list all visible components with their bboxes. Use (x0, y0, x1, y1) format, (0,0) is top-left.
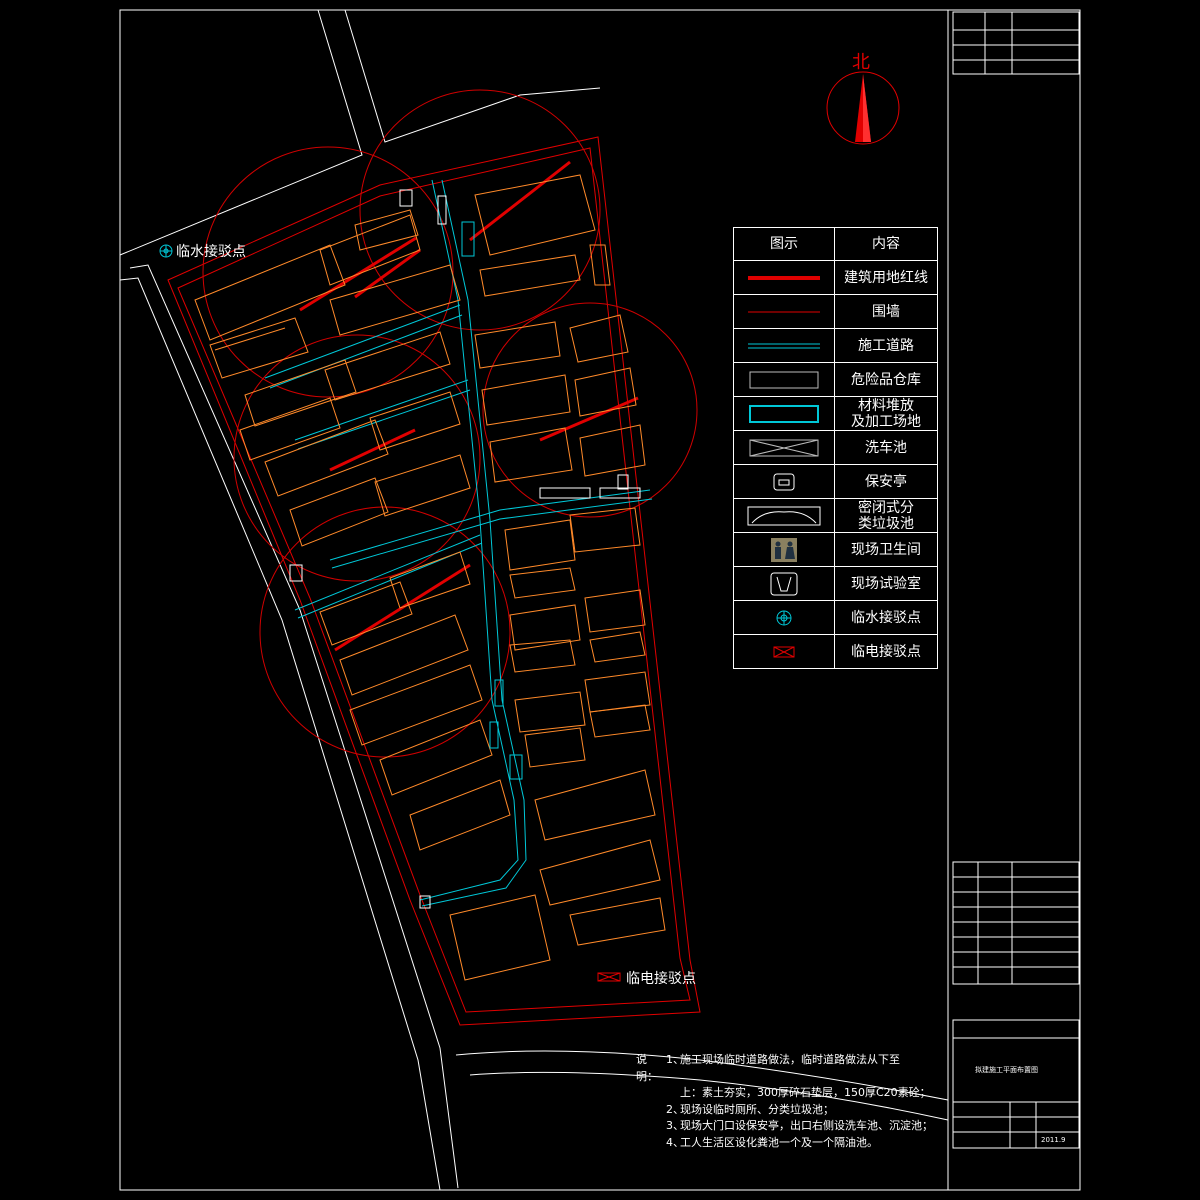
guard-booth-icon (773, 473, 795, 490)
legend-label: 现场卫生间 (834, 532, 938, 567)
power-point-label: 临电接驳点 (626, 970, 696, 987)
material-yards (461, 221, 523, 780)
legend-header-symbol: 图示 (733, 227, 835, 261)
toilet-icon (771, 537, 797, 562)
legend-row: 施工道路 (733, 328, 938, 363)
legend-label: 材料堆放 (858, 397, 914, 414)
legend-label: 临水接驳点 (834, 600, 938, 635)
cyan-box-icon (749, 404, 819, 423)
note-item: 3、 现场大门口设保安亭，出口右侧设洗车池、沉淀池； (636, 1118, 956, 1135)
note-text: 工人生活区设化粪池一个及一个隔油池。 (680, 1135, 878, 1149)
wash-pool-icon (749, 439, 819, 456)
power-point-icon (773, 646, 795, 657)
legend-label: 保安亭 (834, 464, 938, 499)
note-text: 现场大门口设保安亭，出口右侧设洗车池、沉淀池； (680, 1119, 933, 1132)
water-point-marker (159, 244, 173, 258)
legend-label: 危险品仓库 (834, 362, 938, 397)
notes-prefix: 说明： (636, 1053, 658, 1083)
note-number: 4、 (666, 1135, 684, 1149)
legend-label: 建筑用地红线 (834, 260, 938, 295)
garbage-pool-icon (747, 506, 821, 525)
red-line-thin-icon (748, 311, 820, 312)
legend-row: 围墙 (733, 294, 938, 329)
legend-row: 现场试验室 (733, 566, 938, 601)
north-arrow-icon (826, 71, 900, 145)
note-text: 现场设临时厕所、分类垃圾池； (680, 1102, 834, 1116)
legend-row: 现场卫生间 (733, 532, 938, 567)
legend-label: 现场试验室 (834, 566, 938, 601)
warehouse-box-icon (749, 371, 819, 388)
legend-row: 临电接驳点 (733, 634, 938, 669)
note-number: 1、 (666, 1053, 684, 1066)
drawing-frame (119, 9, 1081, 1191)
note-item: 上：素土夯实，300厚碎石垫层，150厚C20素砼； (636, 1085, 956, 1102)
north-label: 北 (852, 52, 870, 73)
note-text: 施工现场临时道路做法，临时道路做法从下至 (680, 1053, 900, 1066)
note-number: 3、 (666, 1119, 684, 1132)
notes-block: 说明： 1、 施工现场临时道路做法，临时道路做法从下至 上：素土夯实，300厚碎… (636, 1052, 956, 1151)
legend-row: 保安亭 (733, 464, 938, 499)
lab-icon (770, 572, 798, 595)
legend-label: 围墙 (834, 294, 938, 329)
legend-label: 及加工场地 (851, 413, 921, 430)
drawing-name: 拟建施工平面布置图 (975, 1065, 1038, 1074)
title-block (952, 11, 1080, 1149)
legend-row: 临水接驳点 (733, 600, 938, 635)
water-point-icon (776, 610, 792, 625)
legend-label: 临电接驳点 (834, 634, 938, 669)
construction-roads (264, 179, 653, 907)
legend-row: 危险品仓库 (733, 362, 938, 397)
legend-row: 洗车池 (733, 430, 938, 465)
crane-radius-circles (202, 89, 698, 758)
note-item: 说明： 1、 施工现场临时道路做法，临时道路做法从下至 (636, 1052, 956, 1085)
external-roads (119, 9, 949, 1191)
legend-label: 洗车池 (834, 430, 938, 465)
facilities (289, 189, 641, 909)
legend-header-row: 图示 内容 (733, 227, 938, 261)
water-point-label: 临水接驳点 (176, 243, 246, 260)
legend-label: 施工道路 (834, 328, 938, 363)
note-text: 上：素土夯实，300厚碎石垫层，150厚C20素砼； (680, 1086, 931, 1099)
legend-header-content: 内容 (834, 227, 938, 261)
legend-row: 密闭式分类垃圾池 (733, 498, 938, 533)
note-number: 2、 (666, 1102, 684, 1116)
legend-row: 建筑用地红线 (733, 260, 938, 295)
legend-table: 图示 内容 建筑用地红线 围墙 施工道路 危险品仓库 材料堆放及加工场地 洗车池… (733, 227, 938, 669)
legend-row: 材料堆放及加工场地 (733, 396, 938, 431)
buildings (194, 174, 666, 981)
power-point-marker (597, 972, 621, 982)
site-boundary (167, 136, 701, 1026)
note-item: 4、 工人生活区设化粪池一个及一个隔油池。 (636, 1135, 956, 1152)
legend-label: 密闭式分 (858, 499, 914, 516)
cyan-double-line-icon (748, 343, 820, 348)
note-item: 2、 现场设临时厕所、分类垃圾池； (636, 1102, 956, 1119)
drawing-date: 2011.9 (1041, 1136, 1066, 1144)
red-line-thick-icon (748, 275, 820, 280)
legend-label: 类垃圾池 (858, 515, 914, 532)
